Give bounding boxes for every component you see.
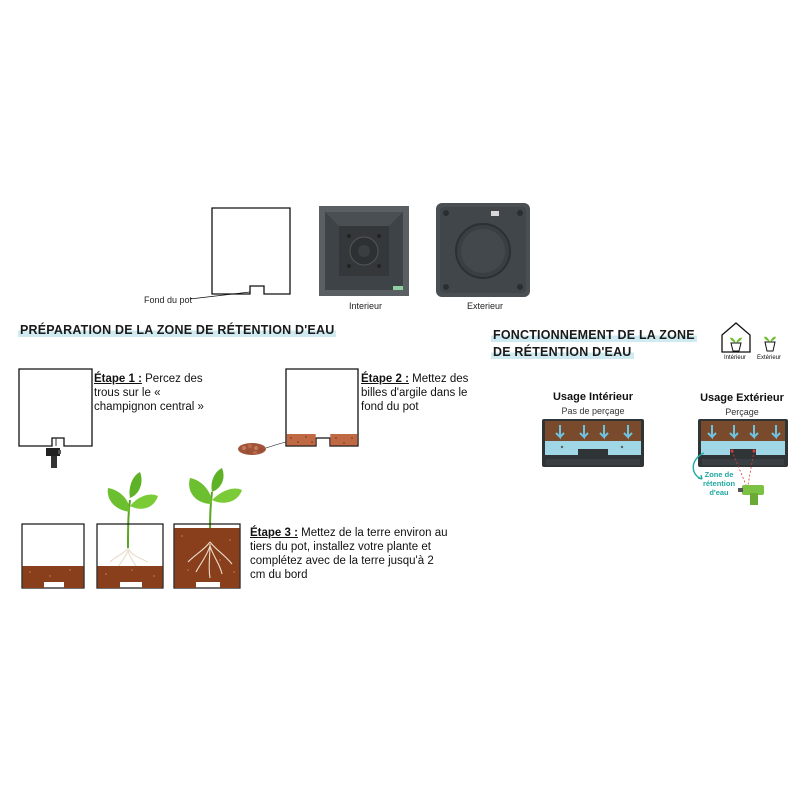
- pot-outline-diagram: [189, 207, 291, 300]
- house-plant-icon: [721, 322, 751, 353]
- step3-text: Étape 3 : Mettez de la terre environ au …: [250, 527, 448, 581]
- usage-interieur-title: Usage Intérieur: [552, 391, 634, 403]
- step1-pot-diagram: [18, 368, 93, 468]
- step2-pot-diagram: [238, 368, 359, 455]
- step2-text: Étape 2 : Mettez des billes d'argile dan…: [361, 373, 469, 413]
- interieur-label: Interieur: [349, 301, 383, 311]
- clay-beads-icon: [238, 441, 287, 455]
- zone-retention-label: Zone de rétention d'eau: [702, 470, 736, 497]
- left-section-heading: PRÉPARATION DE LA ZONE DE RÉTENTION D'EA…: [18, 323, 337, 337]
- right-section-heading: FONCTIONNEMENT DE LA ZONE DE RÉTENTION D…: [491, 328, 697, 359]
- green-drill-icon: [738, 485, 764, 505]
- drill-icon: [46, 438, 61, 468]
- outdoor-plant-icon: [764, 336, 776, 352]
- pot-exterior-photo: [436, 203, 530, 297]
- usage-exterieur-sub: Perçage: [725, 407, 759, 417]
- fond-du-pot-label: Fond du pot: [144, 295, 193, 305]
- usage-exterieur-diagram: [692, 419, 788, 505]
- plant-seedling-icon: [107, 472, 158, 571]
- usage-exterieur-title: Usage Extérieur: [700, 392, 784, 404]
- step1-text: Étape 1 : Percez des trous sur le « cham…: [94, 373, 204, 413]
- step3-pots-diagram: [21, 468, 242, 589]
- icon-exterieur-label: Extérieur: [757, 355, 782, 361]
- icon-interieur-label: Intérieur: [724, 355, 747, 361]
- usage-interieur-diagram: [542, 419, 644, 467]
- exterieur-label: Exterieur: [467, 301, 504, 311]
- pot-interior-photo: [319, 206, 409, 296]
- usage-interieur-sub: Pas de perçage: [561, 406, 625, 416]
